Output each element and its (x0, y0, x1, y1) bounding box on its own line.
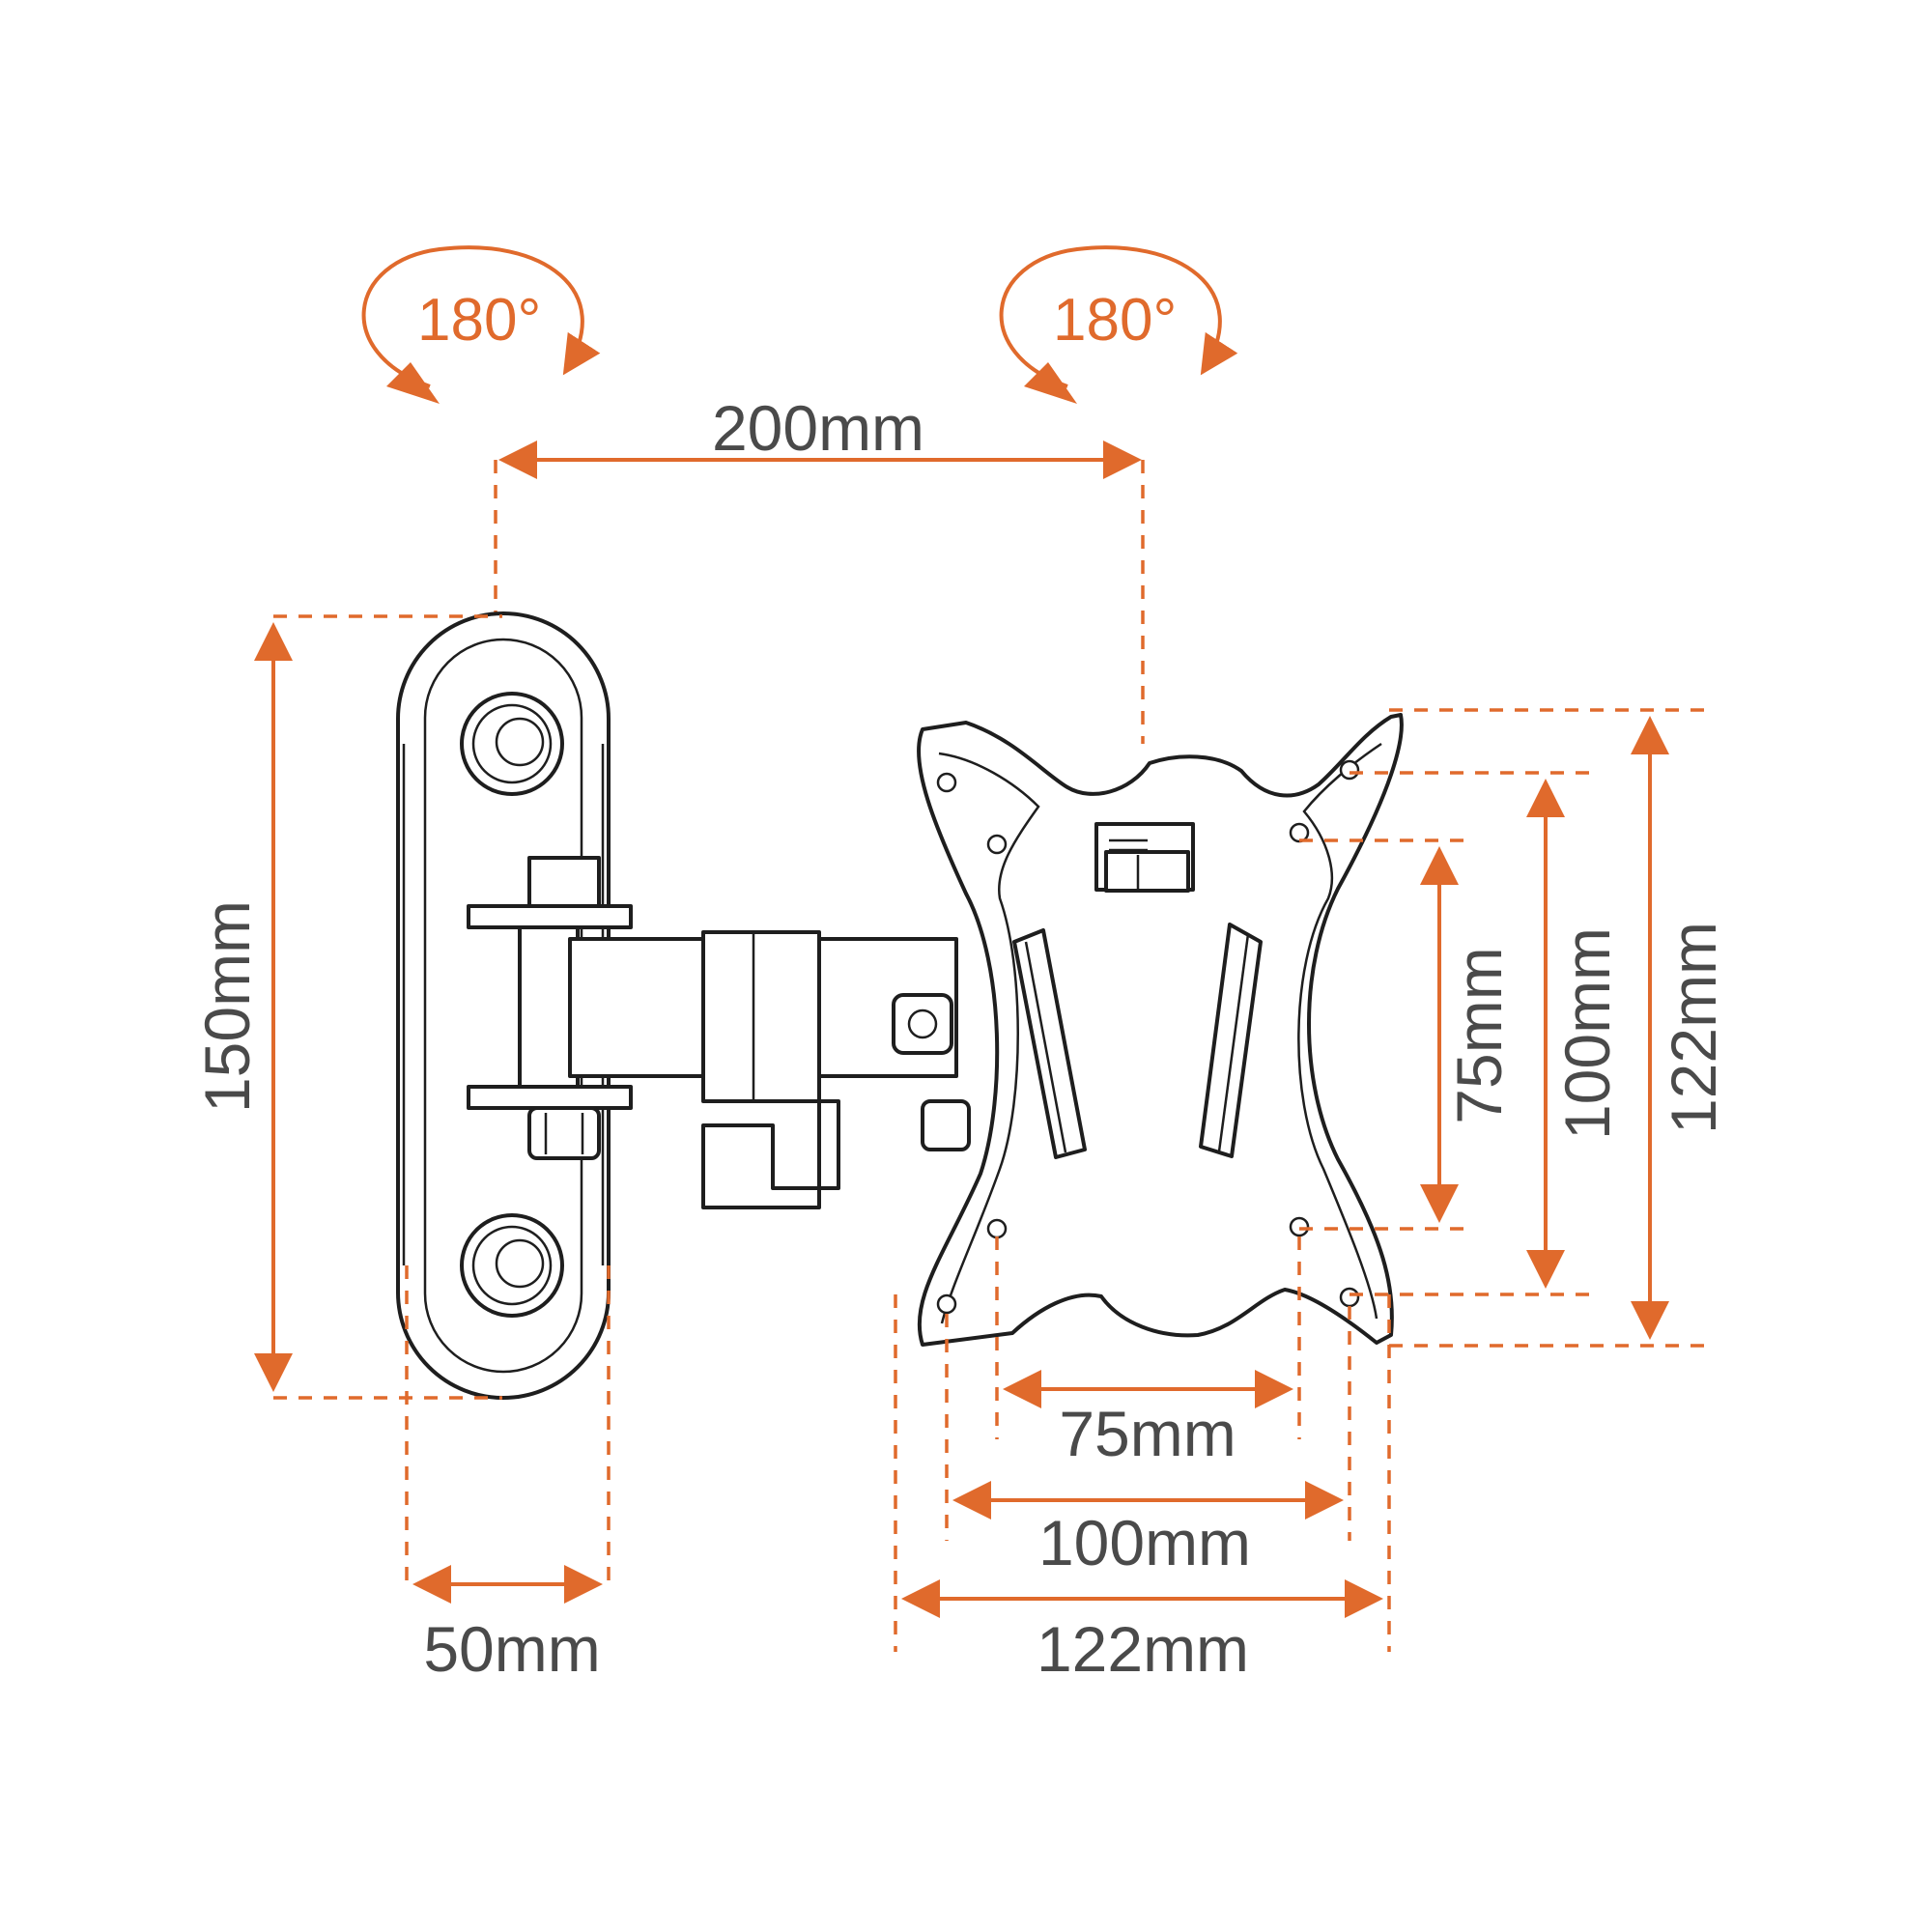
wall-plate-screw-top-inner (471, 703, 553, 784)
wall-plate-screw-top (460, 692, 564, 796)
dimension-vesa-100-vertical: 100mm (1350, 771, 1623, 1296)
dimension-vesa-75-vertical-label: 75mm (1443, 947, 1515, 1123)
rotation-arrow-left-start (386, 362, 440, 404)
rotation-arrow-right (999, 245, 1238, 388)
dimension-plate-122-vertical: 122mm (1389, 708, 1729, 1348)
dimension-wall-plate-width-label: 50mm (423, 1613, 600, 1685)
swing-arm (467, 856, 971, 1209)
dimension-wall-plate-height: 150mm (191, 614, 502, 1400)
tilt-knob-lower (921, 1099, 971, 1151)
tilt-knob (892, 993, 953, 1055)
tilt-knob-hex (907, 1009, 938, 1039)
dimension-vesa-75-vertical: 75mm (1299, 838, 1515, 1231)
vesa-hole-122-br (1339, 1287, 1360, 1308)
wall-plate-screw-bottom-inner (471, 1225, 553, 1306)
wall-plate-screw-bottom-core (495, 1238, 545, 1289)
dimension-wall-plate-height-label: 150mm (191, 900, 263, 1113)
rotation-indicator-left: 180° (361, 245, 601, 404)
dimension-vesa-100-vertical-label: 100mm (1551, 927, 1623, 1140)
dimension-plate-122-vertical-label: 122mm (1658, 922, 1729, 1134)
dimension-arm-length: 200mm (494, 392, 1145, 744)
vesa-hole-75-br (1289, 1216, 1310, 1237)
dimension-arm-length-label: 200mm (712, 392, 924, 464)
vesa-slot-left (1012, 928, 1087, 1159)
vesa-hole-75-bl (986, 1218, 1008, 1239)
arm-clip (701, 1099, 840, 1209)
vesa-latch-base (1104, 850, 1190, 893)
vesa-hole-122-tr (1339, 759, 1360, 781)
vesa-plate-inner-outline (938, 752, 1040, 1324)
dimension-vesa-100-horizontal: 100mm (945, 1306, 1351, 1578)
vesa-hole-122-bl (936, 1293, 957, 1315)
vesa-plate-inner-outline (1297, 742, 1382, 1320)
dimension-vesa-75-label: 75mm (1059, 1398, 1236, 1469)
hinge-bracket-top (467, 904, 633, 929)
arm-sleeve (701, 930, 821, 1103)
dimension-plate-122-horizontal: 122mm (894, 1294, 1391, 1685)
vesa-slot-left-detail (1024, 941, 1067, 1153)
vesa-slot-right-detail (1217, 933, 1250, 1152)
wall-plate-screw-bottom (460, 1213, 564, 1318)
wall-plate-screw-top-core (495, 717, 545, 767)
rotation-arrow-right-start (1024, 362, 1077, 404)
hinge-bracket-bottom (467, 1085, 633, 1110)
hinge-nut (527, 1106, 601, 1160)
wall-plate (396, 611, 611, 1400)
vesa-hole-75-tl (986, 834, 1008, 855)
dimension-wall-plate-width: 50mm (405, 1265, 611, 1685)
dimension-plate-122-label: 122mm (1037, 1613, 1249, 1685)
rotation-arrow-left (361, 245, 601, 388)
hinge-pin-top (527, 856, 601, 908)
dimension-vesa-75-horizontal: 75mm (995, 1236, 1301, 1469)
dimension-vesa-100-label: 100mm (1038, 1507, 1251, 1578)
vesa-hole-122-tl (936, 772, 957, 793)
rotation-label-left: 180° (417, 287, 541, 354)
vesa-plate-outline (917, 713, 1404, 1347)
vesa-slot-right (1199, 923, 1263, 1158)
vesa-plate (917, 713, 1404, 1347)
rotation-indicator-right: 180° (999, 245, 1238, 404)
rotation-label-right: 180° (1053, 287, 1177, 354)
